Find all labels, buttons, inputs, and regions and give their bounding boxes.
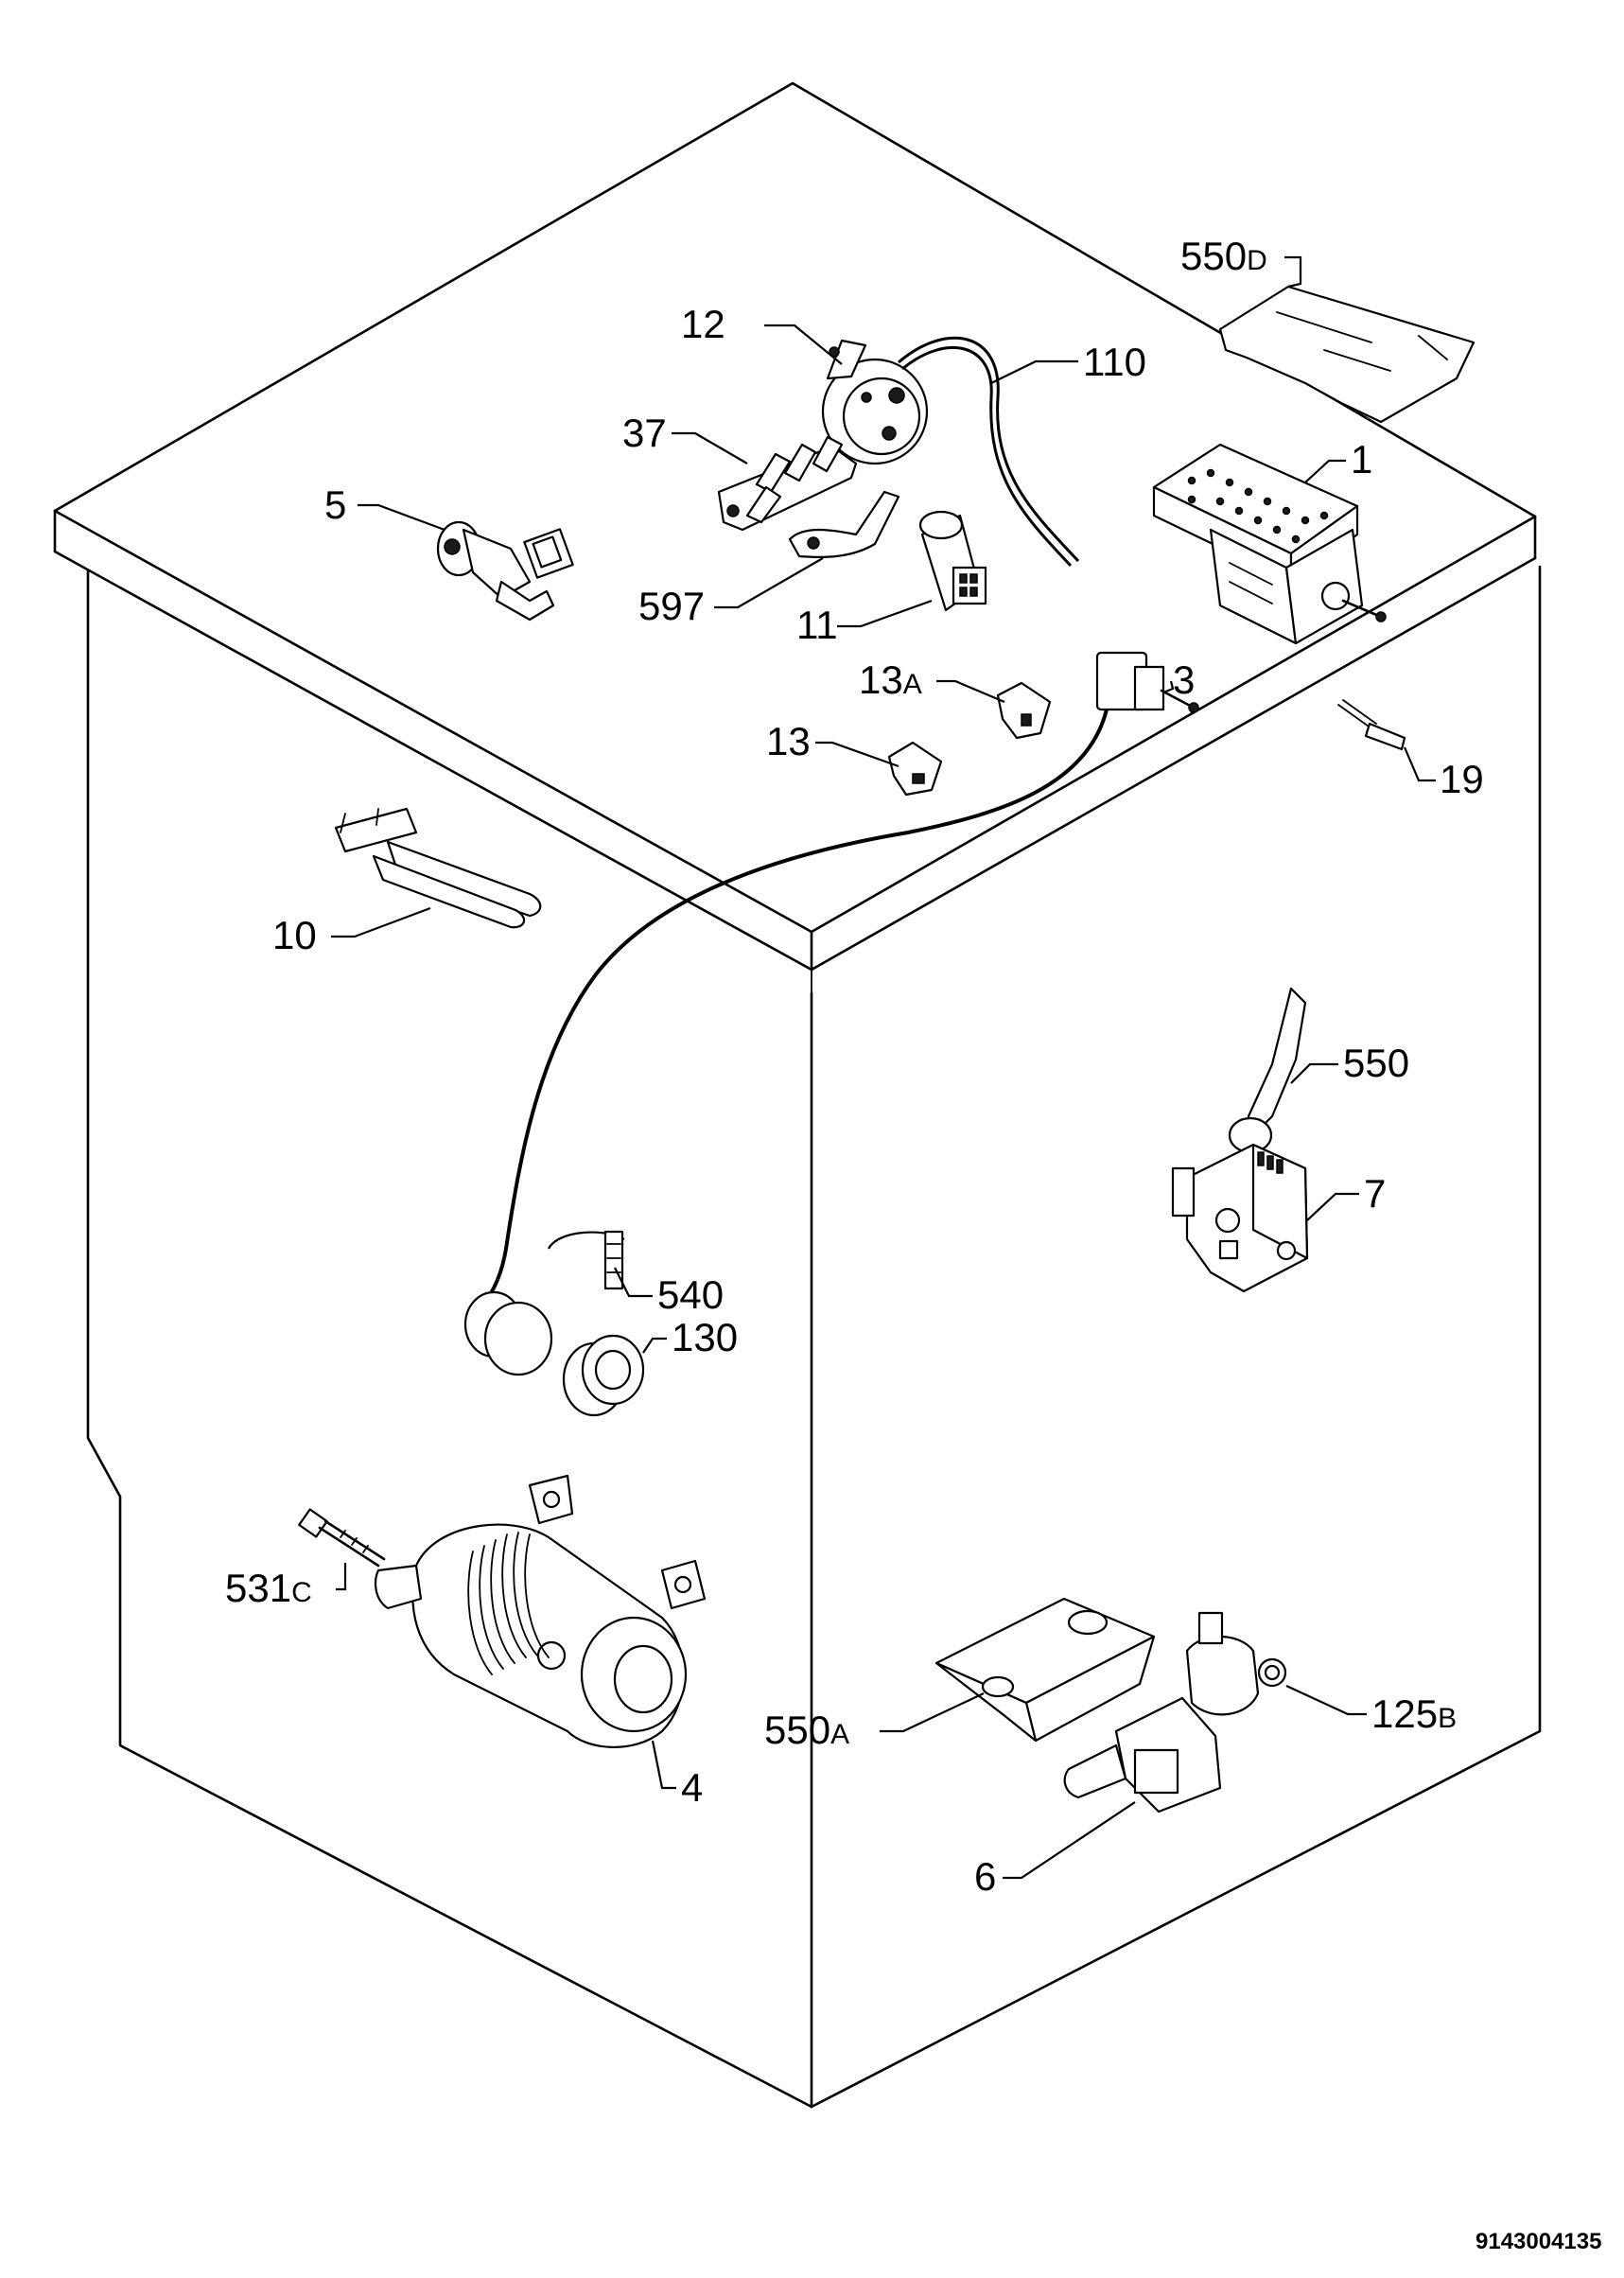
part-6-drain-pump xyxy=(1063,1611,1287,1814)
callout-12: 12 xyxy=(681,302,725,346)
callout-3: 3 xyxy=(1173,657,1195,702)
callout-4: 4 xyxy=(681,1765,703,1810)
callout-125b: 125B xyxy=(1371,1691,1457,1736)
callout-110: 110 xyxy=(1083,340,1146,384)
part-7-door-lock xyxy=(1171,1143,1309,1293)
callout-531c: 531C xyxy=(225,1566,312,1610)
part-12-pressure-switch xyxy=(821,339,929,465)
part-550a-cover xyxy=(934,1597,1156,1743)
callout-13: 13 xyxy=(766,719,811,763)
callout-550d: 550D xyxy=(1180,234,1267,278)
part-3-door-switch xyxy=(463,651,1199,1376)
part-550d-cover-plate xyxy=(1218,285,1476,424)
callout-597: 597 xyxy=(638,584,705,628)
callout-10: 10 xyxy=(272,913,317,957)
callout-5: 5 xyxy=(324,482,346,527)
part-19-sensor xyxy=(1337,699,1406,751)
callout-6: 6 xyxy=(974,1854,996,1899)
part-110-pressure-hose xyxy=(898,336,1080,568)
part-597-bracket xyxy=(788,490,900,559)
part-10-heating-element xyxy=(334,807,542,929)
part-531c-screw xyxy=(298,1508,386,1568)
part-13a-connector xyxy=(996,681,1052,740)
drawing-code: 9143004135 xyxy=(1476,2229,1601,2254)
callout-130: 130 xyxy=(672,1315,738,1359)
part-550-lever xyxy=(1228,987,1307,1154)
part-540-clip xyxy=(548,1230,625,1290)
callout-7: 7 xyxy=(1364,1171,1386,1216)
callout-37: 37 xyxy=(622,411,667,455)
part-13-connector xyxy=(887,741,943,797)
part-4-motor xyxy=(374,1474,707,1749)
callout-540: 540 xyxy=(657,1272,724,1317)
part-11-capacitor xyxy=(918,510,987,612)
part-5-inlet-valve xyxy=(436,520,574,622)
callout-1: 1 xyxy=(1351,437,1372,482)
callout-550a: 550A xyxy=(764,1708,849,1752)
part-130-grommet xyxy=(562,1334,645,1417)
part-37-terminal-block xyxy=(717,435,858,532)
callout-13a: 13A xyxy=(859,657,922,702)
part-1-timer xyxy=(1152,443,1387,645)
callout-labels: 550D 12 110 37 5 1 597 11 13A 3 13 19 10… xyxy=(225,234,1484,1899)
callout-11: 11 xyxy=(796,603,838,647)
callout-19: 19 xyxy=(1440,757,1484,801)
leader-lines xyxy=(331,255,1436,1880)
callout-550: 550 xyxy=(1343,1041,1409,1085)
